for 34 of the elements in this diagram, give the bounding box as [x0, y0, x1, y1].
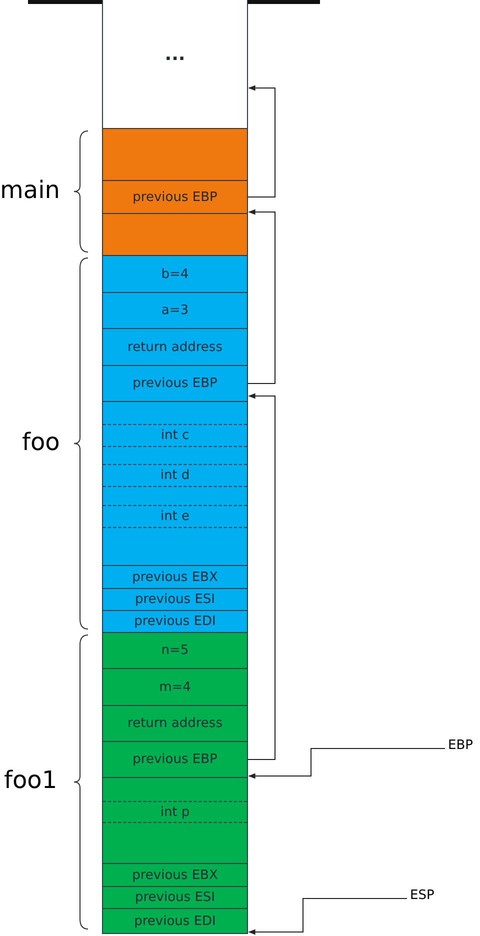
- pointer-arrow: [248, 209, 276, 384]
- register-label: ESP: [410, 888, 434, 903]
- variable-slot: int d: [103, 464, 247, 487]
- stack-cell: previous EDI: [102, 908, 248, 934]
- stack-block: [102, 777, 248, 864]
- frame-label: foo: [22, 428, 60, 456]
- stack-block: [102, 128, 248, 181]
- stack-cell: previous EDI: [102, 610, 248, 633]
- stack-cell: n=5: [102, 632, 248, 669]
- stack-cell: previous EBP: [102, 180, 248, 214]
- stack-cell: previous EBX: [102, 863, 248, 887]
- stack-cell: previous ESI: [102, 886, 248, 909]
- stack-cell: a=3: [102, 292, 248, 329]
- stack-cell: previous ESI: [102, 588, 248, 611]
- stack-cell: return address: [102, 328, 248, 366]
- pointer-arrow: [248, 748, 446, 779]
- stack-block: [102, 401, 248, 566]
- stack-block: [102, 213, 248, 256]
- stack-cell: previous EBP: [102, 365, 248, 402]
- stack-cell: previous EBX: [102, 565, 248, 589]
- variable-slot: int p: [103, 801, 247, 823]
- variable-slot: int e: [103, 505, 247, 528]
- pointer-arrow: [248, 898, 408, 935]
- register-label: EBP: [448, 738, 473, 753]
- stack-cell: b=4: [102, 255, 248, 293]
- pointer-arrow: [248, 85, 276, 198]
- variable-slot: int c: [103, 424, 247, 447]
- stack-cell: previous EBP: [102, 741, 248, 778]
- frame-label: main: [0, 176, 60, 204]
- pointer-arrow: [248, 393, 276, 760]
- frame-label: foo1: [4, 766, 58, 794]
- stack-cell: return address: [102, 705, 248, 742]
- stack-cell: m=4: [102, 668, 248, 706]
- stack-cell: ...: [102, 0, 248, 129]
